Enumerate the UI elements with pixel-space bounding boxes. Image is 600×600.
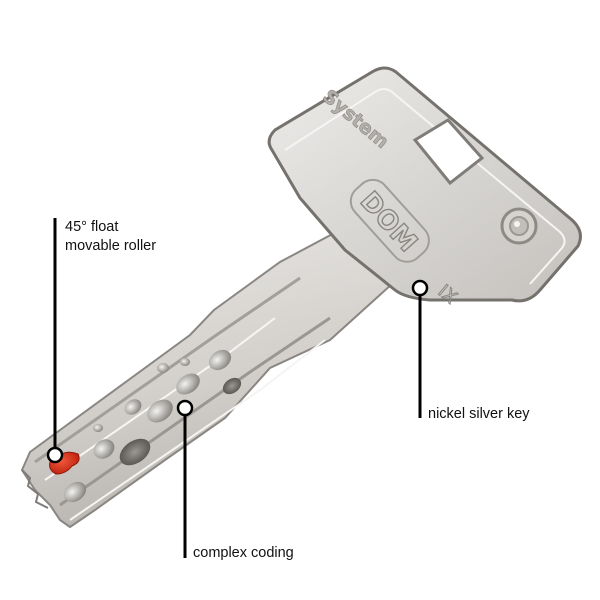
callout-roller-label: 45° float movable roller <box>65 218 156 256</box>
coding-dimples <box>63 349 242 503</box>
key-ring-hole <box>412 118 485 186</box>
callout-coding-label: complex coding <box>193 544 294 563</box>
key-blade <box>20 228 394 529</box>
callout-material-pointer <box>411 279 429 418</box>
callout-coding-pointer <box>176 399 194 558</box>
callout-roller-pointer <box>46 218 64 464</box>
callout-coding-line-1: complex coding <box>193 545 294 561</box>
key-head: DOM System IX <box>267 66 582 309</box>
callout-roller-line-2: movable roller <box>65 238 157 254</box>
callout-material-label: nickel silver key <box>428 405 530 424</box>
callout-material-line-1: nickel silver key <box>428 406 530 422</box>
callout-roller-line-1: 45° float <box>65 219 119 235</box>
